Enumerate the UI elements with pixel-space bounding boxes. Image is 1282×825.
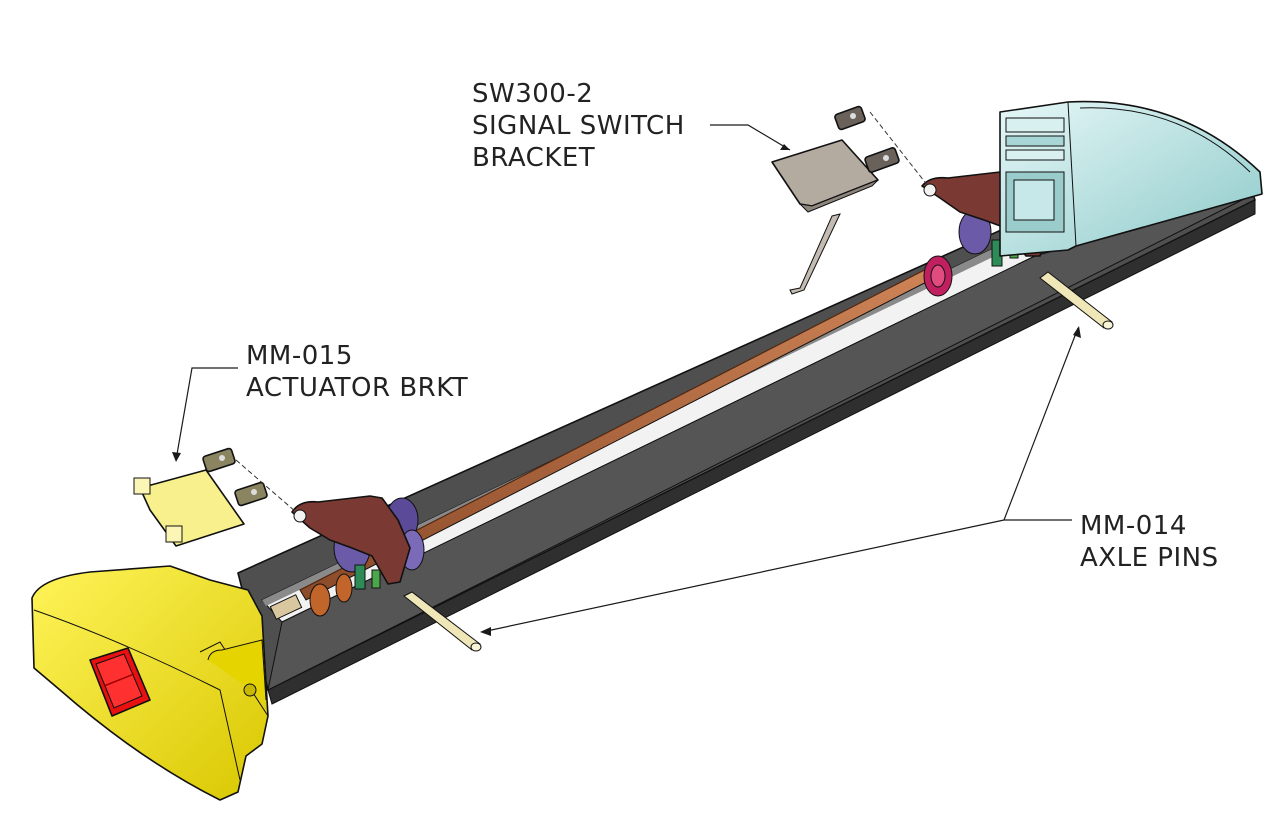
actuator-bracket-part — [133, 447, 297, 547]
callout-sw300-2-partno: SW300-2 — [472, 79, 593, 109]
axle-pin-left — [403, 591, 482, 652]
leader-signal-switch — [710, 124, 791, 151]
axle-pin-right — [1039, 271, 1114, 330]
rail-floor — [267, 195, 1251, 691]
rail-side-face — [267, 199, 1256, 705]
leader-actuator-bracket — [172, 367, 238, 462]
main-rail — [237, 179, 1256, 705]
signal-switch-bracket-part — [771, 105, 929, 295]
left-pivot-mechanism — [269, 495, 425, 620]
left-end-cap — [31, 565, 269, 801]
left-pivot-arm — [291, 495, 411, 585]
callout-mm-014-partno: MM-014 — [1080, 511, 1187, 541]
leader-axle-pins — [480, 326, 1081, 636]
callout-mm-015-partno: MM-015 — [246, 341, 353, 371]
right-end-extrusion — [999, 100, 1263, 257]
callout-mm-015-line2: ACTUATOR BRKT — [246, 373, 468, 403]
callout-sw300-2-line2: SIGNAL SWITCH — [472, 111, 685, 141]
callout-sw300-2-line3: BRACKET — [472, 143, 595, 173]
callout-mm-014-line2: AXLE PINS — [1080, 543, 1219, 573]
red-rocker-switch — [89, 647, 151, 717]
